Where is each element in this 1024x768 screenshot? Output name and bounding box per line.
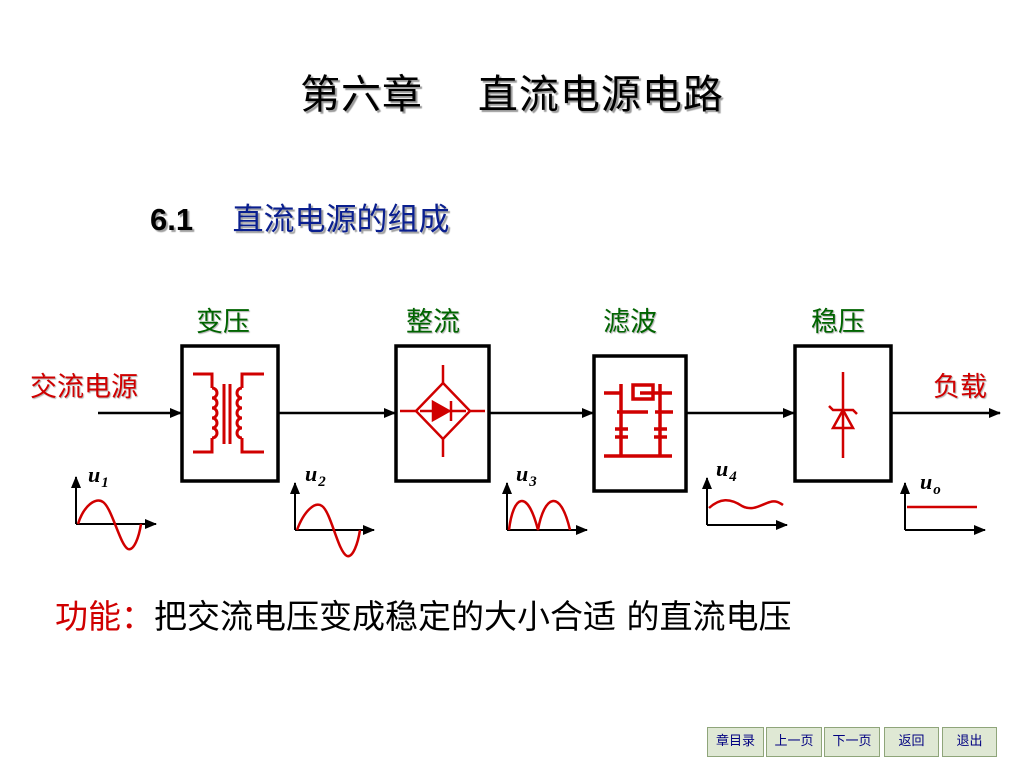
- output-label: 负载: [933, 372, 987, 403]
- stage-label-rectify: 整流: [406, 307, 460, 338]
- nav-next-page-button[interactable]: 下一页: [824, 727, 880, 757]
- wave-label-uo: uo: [920, 469, 941, 498]
- nav-chapter-contents-button[interactable]: 章目录: [707, 727, 764, 757]
- section-number: 6.1: [150, 202, 194, 237]
- function-text: 把交流电压变成稳定的大小合适 的直流电压: [154, 597, 792, 636]
- nav-previous-page-button[interactable]: 上一页: [766, 727, 822, 757]
- waveform-u3: u3: [502, 461, 588, 535]
- wave-label-u3: u3: [516, 461, 537, 490]
- section-title: 直流电源的组成: [232, 202, 450, 238]
- waveform-u2: u2: [290, 461, 375, 558]
- wave-label-u2: u2: [305, 461, 326, 490]
- function-label: 功能：: [55, 597, 154, 636]
- stage-label-filter: 滤波: [603, 307, 657, 338]
- bridge-rectifier-symbol: [400, 365, 485, 457]
- section-heading: 6.1 直流电源的组成: [150, 194, 450, 239]
- filter-symbol: [604, 383, 673, 458]
- nav-exit-button[interactable]: 退出: [942, 727, 997, 757]
- wave-label-u1: u1: [88, 462, 109, 491]
- nav-back-button[interactable]: 返回: [884, 727, 939, 757]
- zener-symbol: [828, 372, 858, 458]
- transformer-symbol: [193, 372, 264, 454]
- waveform-u4: u4: [702, 456, 788, 530]
- stage-label-regulate: 稳压: [811, 307, 865, 338]
- filter-block: [592, 354, 688, 493]
- function-description: 功能：把交流电压变成稳定的大小合适 的直流电压: [55, 590, 792, 638]
- waveform-uo: uo: [900, 469, 986, 535]
- waveform-u1: u1: [71, 462, 157, 551]
- input-label: 交流电源: [30, 372, 138, 403]
- wave-label-u4: u4: [716, 456, 737, 485]
- stage-label-transform: 变压: [196, 307, 250, 338]
- page-title: 第六章 直流电源电路: [300, 72, 724, 118]
